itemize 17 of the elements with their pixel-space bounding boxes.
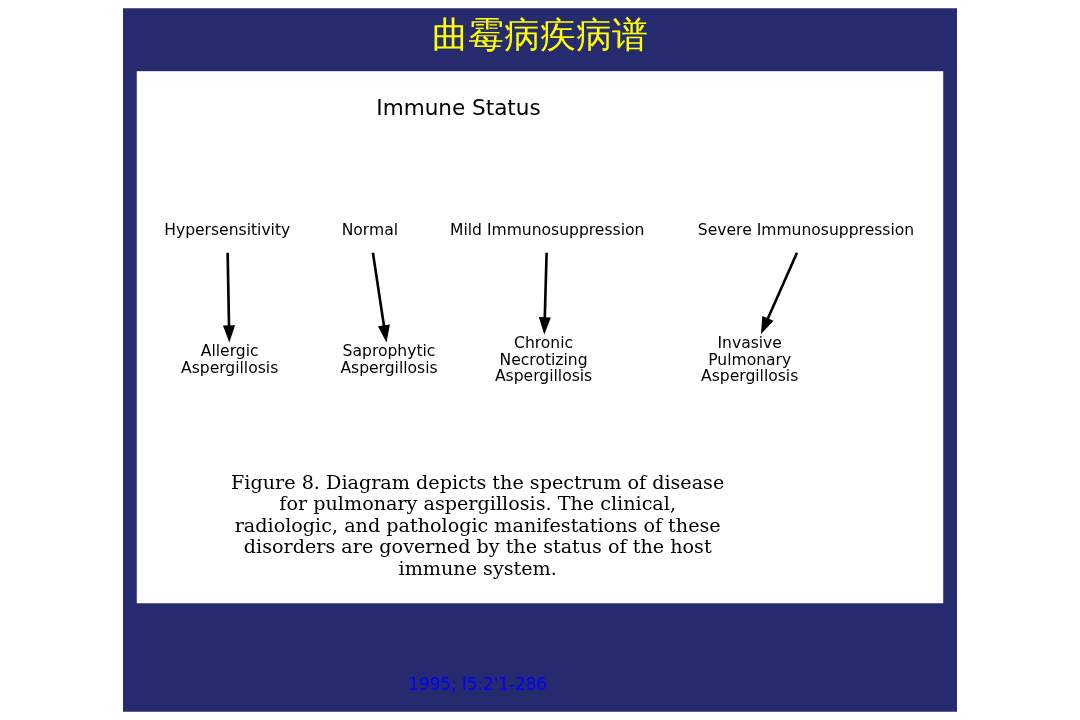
node-text: Chronic Necrotizing Aspergillosis — [494, 333, 593, 386]
node-text: Saprophytic Aspergillosis — [340, 342, 438, 378]
label: 1995; l5:2'1-286 — [408, 673, 547, 694]
label: Immune Status — [376, 95, 541, 121]
node-text: Allergic Aspergillosis — [181, 342, 279, 378]
arrow — [222, 252, 236, 343]
node-text: Hypersensitivity — [164, 221, 291, 240]
diagram-title: 曲霉病疾病谱 — [432, 13, 648, 55]
node-text: Normal — [341, 221, 398, 240]
caption: Figure 8. Diagram depicts the spectrum of disease for pulmonary aspergillosis. The clinical, radiologic, and pathologic manifestations of these disorders are governed by the status of the host immune system. — [231, 470, 725, 580]
node-text: Mild Immunosuppression — [450, 221, 645, 240]
node-text: Invasive Pulmonary Aspergillosis — [701, 333, 799, 386]
arrow — [538, 252, 551, 335]
arrow — [371, 252, 390, 343]
cluster — [136, 71, 944, 604]
node-text: Severe Immunosuppression — [697, 221, 915, 240]
arrow — [760, 252, 799, 335]
